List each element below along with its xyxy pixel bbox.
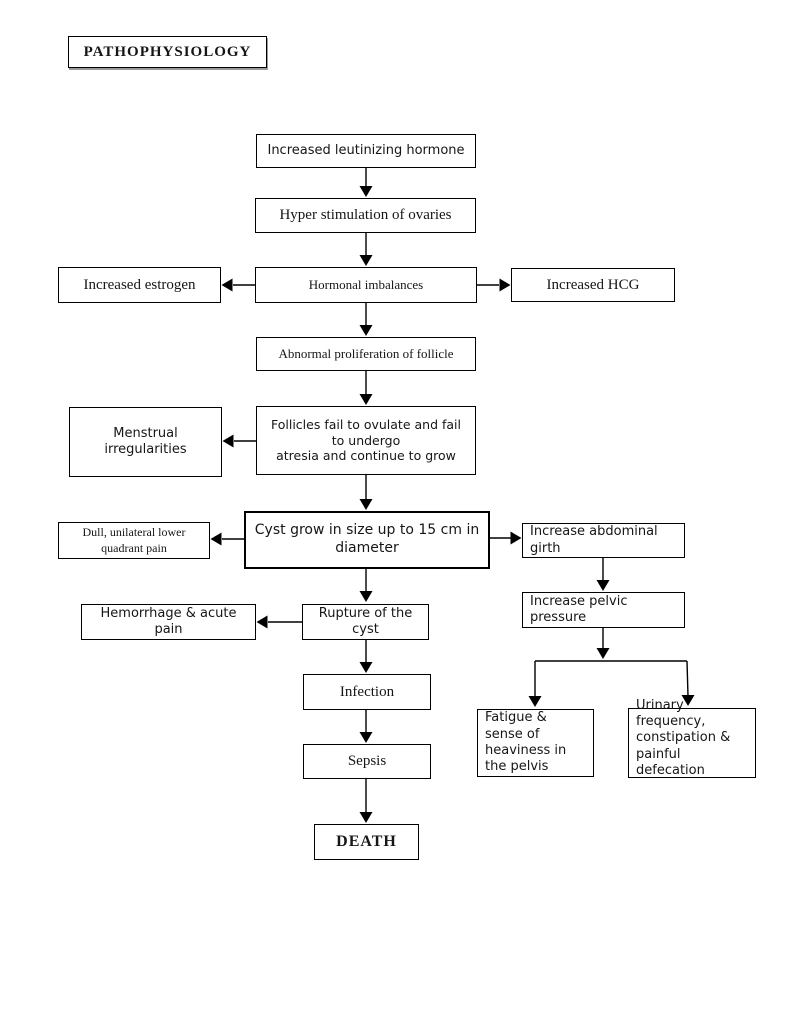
node-dull-unilateral-lower-quadrant-pain: Dull, unilateral lower quadrant pain	[58, 522, 210, 559]
node-increased-leutinizing-hormone: Increased leutinizing hormone	[256, 134, 476, 168]
node-label: Sepsis	[347, 753, 387, 770]
node-cyst-grow-in-size: Cyst grow in size up to 15 cm in diamete…	[244, 511, 490, 569]
node-abnormal-proliferation-of-follicle: Abnormal proliferation of follicle	[256, 337, 476, 371]
arrow-girth-to-pelvic	[596, 558, 610, 591]
node-label: Menstrual irregularities	[104, 425, 187, 457]
arrow-hormonal-to-hcg	[477, 278, 511, 292]
node-hormonal-imbalances: Hormonal imbalances	[255, 267, 477, 303]
node-label: Urinary frequency, constipation & painfu…	[636, 697, 731, 779]
title-label: PATHOPHYSIOLOGY	[83, 43, 252, 60]
node-label: Hyper stimulation of ovaries	[279, 207, 452, 224]
node-label: DEATH	[336, 832, 397, 850]
node-label: Increase pelvic pressure	[530, 593, 628, 625]
node-increased-hcg: Increased HCG	[511, 268, 675, 302]
arrow-pelvic-to-fork	[596, 628, 610, 659]
arrow-fork-to-fatigue	[528, 661, 542, 707]
node-label: Fatigue & sense of heaviness in the pelv…	[485, 710, 567, 775]
arrow-cyst-to-rupture	[359, 569, 373, 602]
arrow-cyst-to-dull-pain	[210, 532, 244, 546]
arrow-follicles-to-cyst	[359, 475, 373, 510]
node-increase-abdominal-girth: Increase abdominal girth	[522, 523, 685, 558]
arrow-follicles-to-menstrual	[222, 434, 256, 448]
node-label: Increased leutinizing hormone	[267, 142, 465, 158]
arrow-hormonal-to-estrogen	[221, 278, 255, 292]
node-label: Abnormal proliferation of follicle	[278, 345, 454, 361]
node-hemorrhage-acute-pain: Hemorrhage & acute pain	[81, 604, 256, 640]
arrow-hyper-to-hormonal	[359, 233, 373, 266]
node-hyper-stimulation-of-ovaries: Hyper stimulation of ovaries	[255, 198, 476, 233]
node-follicles-fail-to-ovulate: Follicles fail to ovulate and fail to un…	[256, 406, 476, 475]
node-label: Increased estrogen	[83, 276, 196, 293]
node-increase-pelvic-pressure: Increase pelvic pressure	[522, 592, 685, 628]
node-label: Cyst grow in size up to 15 cm in diamete…	[254, 522, 480, 556]
node-label: Dull, unilateral lower quadrant pain	[82, 525, 186, 555]
node-fatigue-heaviness-pelvis: Fatigue & sense of heaviness in the pelv…	[477, 709, 594, 777]
node-label: Increase abdominal girth	[530, 524, 658, 556]
node-menstrual-irregularities: Menstrual irregularities	[69, 407, 222, 477]
node-title: PATHOPHYSIOLOGY	[68, 36, 267, 68]
arrow-hormonal-to-abnormal	[359, 303, 373, 336]
node-label: Increased HCG	[546, 276, 640, 293]
node-increased-estrogen: Increased estrogen	[58, 267, 221, 303]
arrow-rupture-to-infection	[359, 640, 373, 673]
arrow-infection-to-sepsis	[359, 710, 373, 743]
arrow-rupture-to-hemorrhage	[256, 615, 302, 629]
node-label: Hemorrhage & acute pain	[100, 605, 237, 637]
node-label: Infection	[339, 683, 395, 700]
arrow-abnormal-to-follicles	[359, 371, 373, 405]
node-infection: Infection	[303, 674, 431, 710]
node-death: DEATH	[314, 824, 419, 860]
arrow-lh-to-hyper	[359, 168, 373, 197]
node-label: Follicles fail to ovulate and fail to un…	[271, 416, 461, 464]
node-label: Hormonal imbalances	[308, 276, 424, 292]
node-label: Rupture of the cyst	[318, 605, 413, 637]
node-urinary-frequency-constipation: Urinary frequency, constipation & painfu…	[628, 698, 756, 778]
node-sepsis: Sepsis	[303, 744, 431, 779]
arrow-cyst-to-girth	[489, 531, 522, 545]
arrow-sepsis-to-death	[359, 779, 373, 823]
node-rupture-of-the-cyst: Rupture of the cyst	[302, 604, 429, 640]
